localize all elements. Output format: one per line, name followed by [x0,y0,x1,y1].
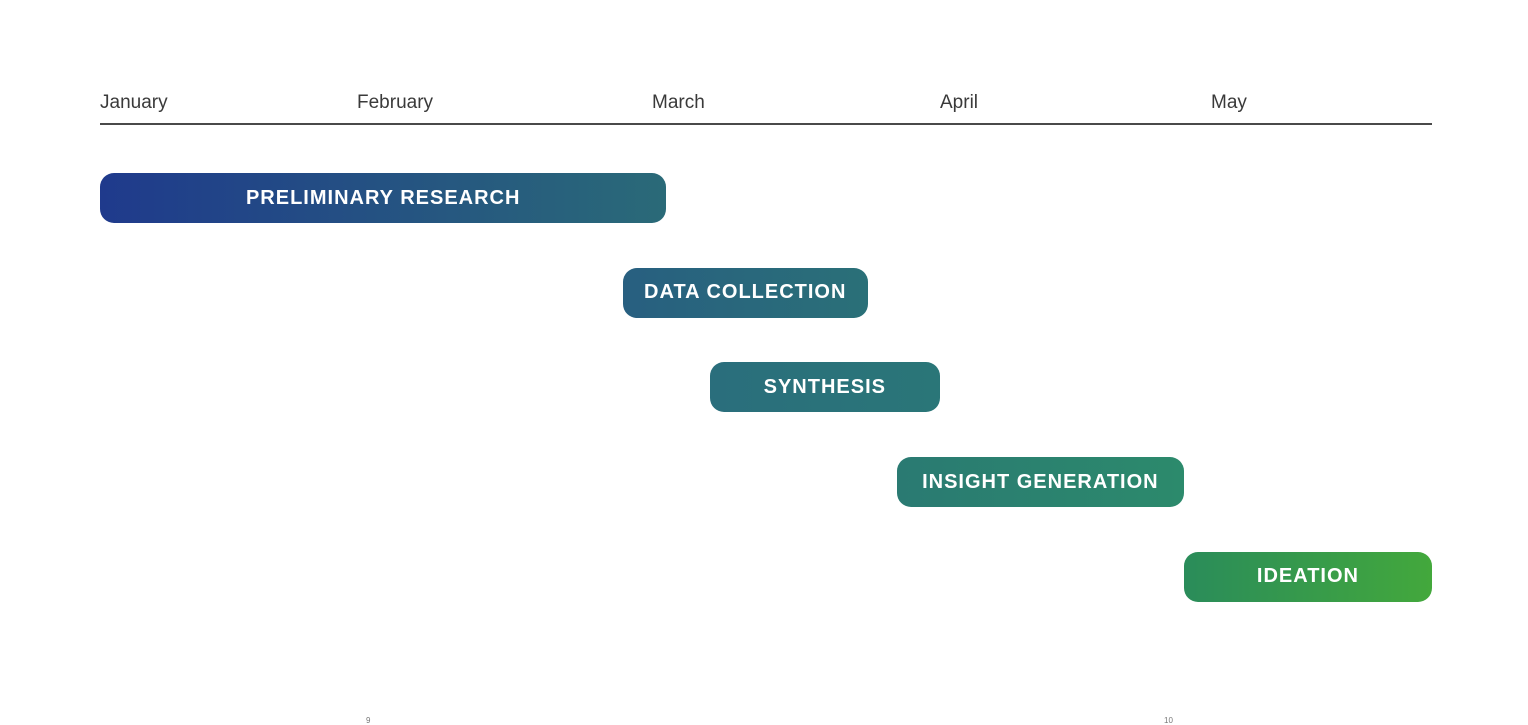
phase-bar-ideation: IDEATION [1183,551,1432,602]
phase-bar-insight-generation: INSIGHT GENERATION [896,457,1184,508]
month-label-april: April [940,92,979,113]
phase-bar-preliminary-research: PRELIMINARY RESEARCH [100,173,667,223]
page-number-right: 10 [1164,716,1173,725]
month-label-january: January [100,92,168,113]
phase-bar-synthesis: SYNTHESIS [709,362,940,413]
page-number-left: 9 [366,716,371,725]
month-label-february: February [357,92,434,113]
month-label-march: March [652,92,705,113]
phase-bar-data-collection: DATA COLLECTION [622,267,868,318]
month-label-may: May [1211,92,1247,113]
timeline-axis [100,123,1432,125]
